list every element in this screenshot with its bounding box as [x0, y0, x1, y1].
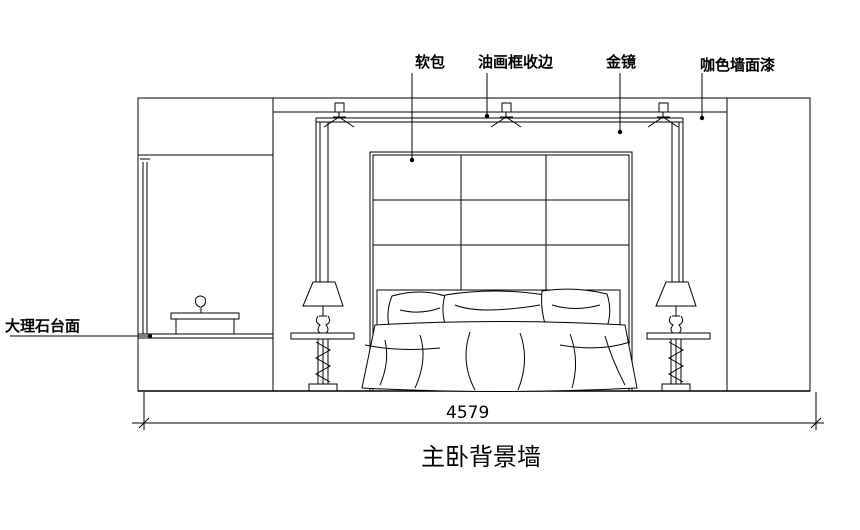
header-trim — [273, 111, 727, 123]
right-lamp-nightstand — [646, 281, 711, 392]
callout-gold-mirror: 金镜 — [605, 53, 636, 71]
leader-dots — [147, 113, 705, 339]
leader-lines — [10, 73, 703, 337]
ceiling-spotlights — [323, 102, 679, 128]
left-lamp-nightstand — [290, 281, 355, 392]
bed — [361, 288, 638, 392]
drawing-title: 主卧背景墙 — [421, 443, 541, 471]
headboard-soft-pack — [369, 151, 633, 392]
callout-marble-top: 大理石台面 — [5, 317, 80, 335]
callout-soft-pack: 软包 — [415, 53, 445, 71]
dimension-line — [132, 392, 824, 430]
frame-pillars — [315, 118, 684, 291]
left-niche — [138, 98, 274, 391]
side-table-with-vase — [170, 295, 240, 334]
dimension-value: 4579 — [446, 403, 489, 423]
callout-wall-paint: 咖色墙面漆 — [700, 56, 775, 74]
callout-frame-trim: 油画框收边 — [478, 53, 554, 71]
